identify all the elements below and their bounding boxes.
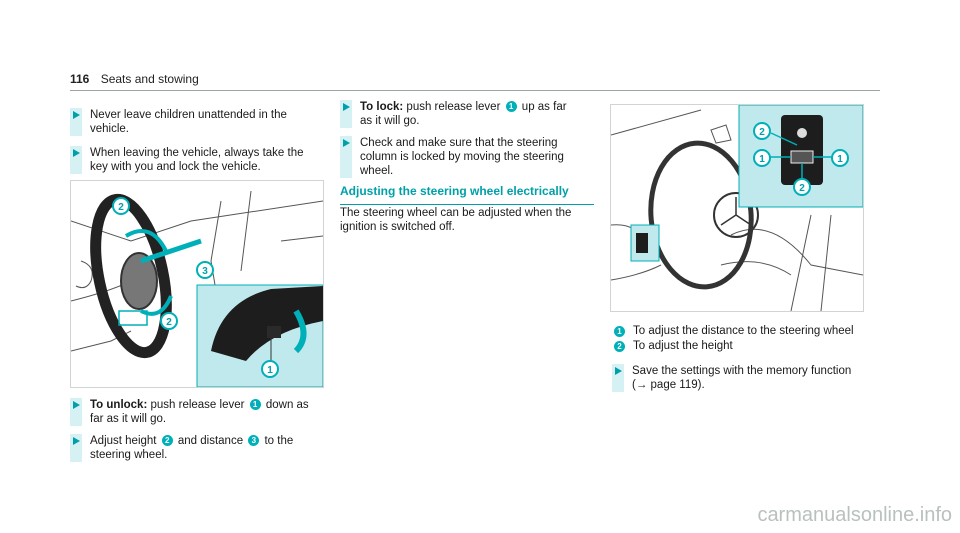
step-lead: To lock: [360,101,404,113]
section-title: Seats and stowing [100,72,199,86]
arrow-icon [340,100,352,111]
bullet-step: Never leave children unattended in the v… [70,108,324,136]
arrow-icon [612,364,624,375]
check-step: Check and make sure that the steering co… [340,136,594,178]
figure-label: 2 [118,202,124,213]
figure-steering-electric: 2 1 1 2 [610,104,864,312]
figure-label: 1 [267,365,273,376]
save-steps: Save the settings with the memory functi… [612,364,866,392]
legend-text: To adjust the distance to the steering w… [633,325,854,337]
step-lead: To unlock: [90,399,148,411]
page-number: 116 [70,72,90,86]
callout-badge: 1 [614,326,625,337]
callout-badge [196,261,214,279]
bullet-text: When leaving the vehicle, always take th… [90,147,304,173]
legend-item: 1 To adjust the distance to the steering… [612,324,872,339]
adjust-step: Adjust height 2 and distance 3 to the st… [70,434,324,462]
callout-badge: 1 [249,399,261,410]
figure-label: 1 [759,154,765,165]
arrow-icon [70,398,82,409]
steering-illustration: 2 3 2 1 [71,190,323,387]
callout-badge [793,178,811,196]
arrow-icon [70,146,82,157]
callout-badge: 1 [505,101,517,112]
check-text: Check and make sure that the steering co… [360,137,564,177]
arrow-icon [70,434,82,445]
header-rule [70,90,880,91]
unlock-step: To unlock: push release lever 1 down as … [70,398,324,426]
legend-text: To adjust the height [633,340,733,352]
callout-badge [831,149,849,167]
figure-label: 2 [799,183,805,194]
callout-badge: 3 [248,435,260,446]
legend-item: 2 To adjust the height [612,339,872,354]
callout-badge [753,149,771,167]
section-heading: Adjusting the steering wheel electricall… [340,184,594,205]
arrow-icon [340,136,352,147]
save-step: Save the settings with the memory functi… [612,364,866,392]
electric-steering-illustration: 2 1 1 2 [611,105,863,311]
figure-steering-manual: 2 3 2 1 [70,180,324,388]
save-text: Save the settings with the memory functi… [632,365,852,391]
callout-badge: 2 [161,435,173,446]
lock-step: To lock: push release lever 1 up as far … [340,100,594,128]
bullet-text: Never leave children unattended in the v… [90,109,287,135]
callout-badge [160,312,178,330]
figure-label: 1 [837,154,843,165]
figure-label: 3 [202,266,208,277]
figure-label: 2 [166,317,172,328]
arrow-icon [70,108,82,119]
callout-badge [753,122,771,140]
intro-paragraph: The steering wheel can be adjusted when … [340,207,572,233]
watermark: carmanualsonline.info [757,504,952,526]
callout-badge: 2 [614,341,625,352]
warning-bullets: Never leave children unattended in the v… [70,108,324,174]
figure-label: 2 [759,127,765,138]
callout-badge [112,197,130,215]
lock-steps: To lock: push release lever 1 up as far … [340,100,594,178]
bullet-step: When leaving the vehicle, always take th… [70,146,324,174]
figure-legend: 1 To adjust the distance to the steering… [612,324,872,354]
callout-badge [261,360,279,378]
page-header: 116 Seats and stowing [70,72,199,86]
unlock-steps: To unlock: push release lever 1 down as … [70,398,324,462]
